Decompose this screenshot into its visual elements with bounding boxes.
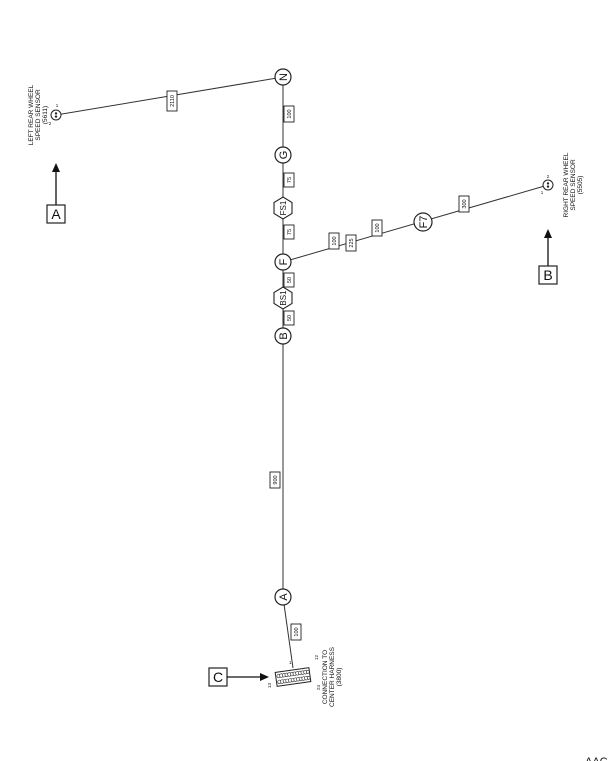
connector-pin-label: 13: [267, 682, 272, 688]
node-label: N: [278, 73, 290, 81]
connector-pin-label: 12: [314, 654, 319, 660]
length-box-n-left: 2110: [166, 90, 178, 112]
length-box-g-fs1: 75: [283, 172, 295, 188]
label-line: RIGHT REAR WHEEL: [563, 152, 570, 217]
node-n: N: [274, 68, 292, 86]
length-label: 100: [287, 109, 293, 118]
length-box-f7-right: 300: [458, 195, 470, 213]
length-label: 300: [462, 199, 468, 208]
right-sensor-label: RIGHT REAR WHEEL SPEED SENSOR (5505): [563, 152, 584, 217]
pin-label: 2: [547, 174, 550, 179]
page-id: AAC: [585, 756, 608, 761]
length-label: 2110: [170, 95, 176, 107]
connector-pin-label: 1: [289, 660, 292, 665]
node-fs1: FS1: [273, 196, 293, 220]
length-box-f-bs1: 50: [283, 272, 295, 288]
length-box-bs1-b: 50: [283, 310, 295, 326]
left-sensor-label: LEFT REAR WHEEL SPEED SENSOR (5611): [28, 84, 49, 145]
label-line: (5611): [42, 106, 49, 124]
label-line: CONNECTION TO: [322, 650, 329, 704]
length-box-a-connector: 100: [290, 623, 302, 641]
length-label: 75: [287, 229, 293, 235]
a-to-connector-wire: [282, 596, 294, 669]
label-line: CENTER HARNESS: [329, 646, 336, 707]
length-box-b-a: 900: [269, 471, 281, 489]
node-label: F: [278, 258, 290, 265]
center-harness-connector: [274, 667, 312, 687]
node-bs1: BS1: [273, 286, 293, 310]
callout-a: A: [46, 163, 66, 224]
connector-label: CONNECTION TO CENTER HARNESS (3800): [322, 646, 343, 707]
label-line: SPEED SENSOR: [570, 159, 577, 211]
node-f7: F7: [413, 212, 433, 232]
node-label: B: [278, 332, 290, 339]
length-box-fs1-f: 75: [283, 224, 295, 240]
node-label: FS1: [279, 200, 288, 215]
callout-c: C: [208, 667, 269, 687]
callout-letter: B: [543, 267, 552, 283]
length-label: 50: [287, 277, 293, 283]
node-g: G: [274, 146, 292, 164]
length-box-f-branch-1: 100: [328, 232, 340, 250]
pin-label: 2: [49, 121, 52, 126]
label-line: (3800): [336, 668, 343, 687]
callout-b: B: [538, 229, 558, 285]
node-b: B: [274, 327, 292, 345]
node-label: BS1: [279, 290, 288, 306]
label-line: LEFT REAR WHEEL: [28, 84, 35, 145]
length-label: 50: [287, 315, 293, 321]
length-box-f-branch-2: 225: [345, 234, 357, 252]
callout-letter: C: [213, 669, 223, 685]
label-line: SPEED SENSOR: [35, 89, 42, 141]
length-label: 100: [332, 236, 338, 245]
length-label: 225: [349, 238, 355, 247]
length-box-n-g: 100: [283, 105, 295, 123]
node-f: F: [274, 253, 292, 271]
length-label: 75: [287, 177, 293, 183]
length-label: 900: [273, 475, 279, 484]
node-label: F7: [418, 216, 430, 229]
node-label: A: [278, 593, 290, 601]
length-box-f-branch-3: 100: [371, 219, 383, 237]
connector-pins: [276, 670, 311, 685]
node-label: G: [278, 151, 290, 160]
label-line: (5505): [577, 176, 584, 195]
callout-letter: A: [51, 206, 61, 222]
node-a: A: [274, 588, 292, 606]
pin-label: 1: [541, 190, 544, 195]
length-label: 100: [375, 223, 381, 232]
connector-pin-label: 24: [316, 684, 321, 690]
length-label: 100: [294, 627, 300, 636]
right-sensor-symbol: 2 1: [541, 174, 554, 195]
left-sensor-symbol: 1 2: [49, 103, 62, 126]
pin-label: 1: [56, 103, 59, 108]
